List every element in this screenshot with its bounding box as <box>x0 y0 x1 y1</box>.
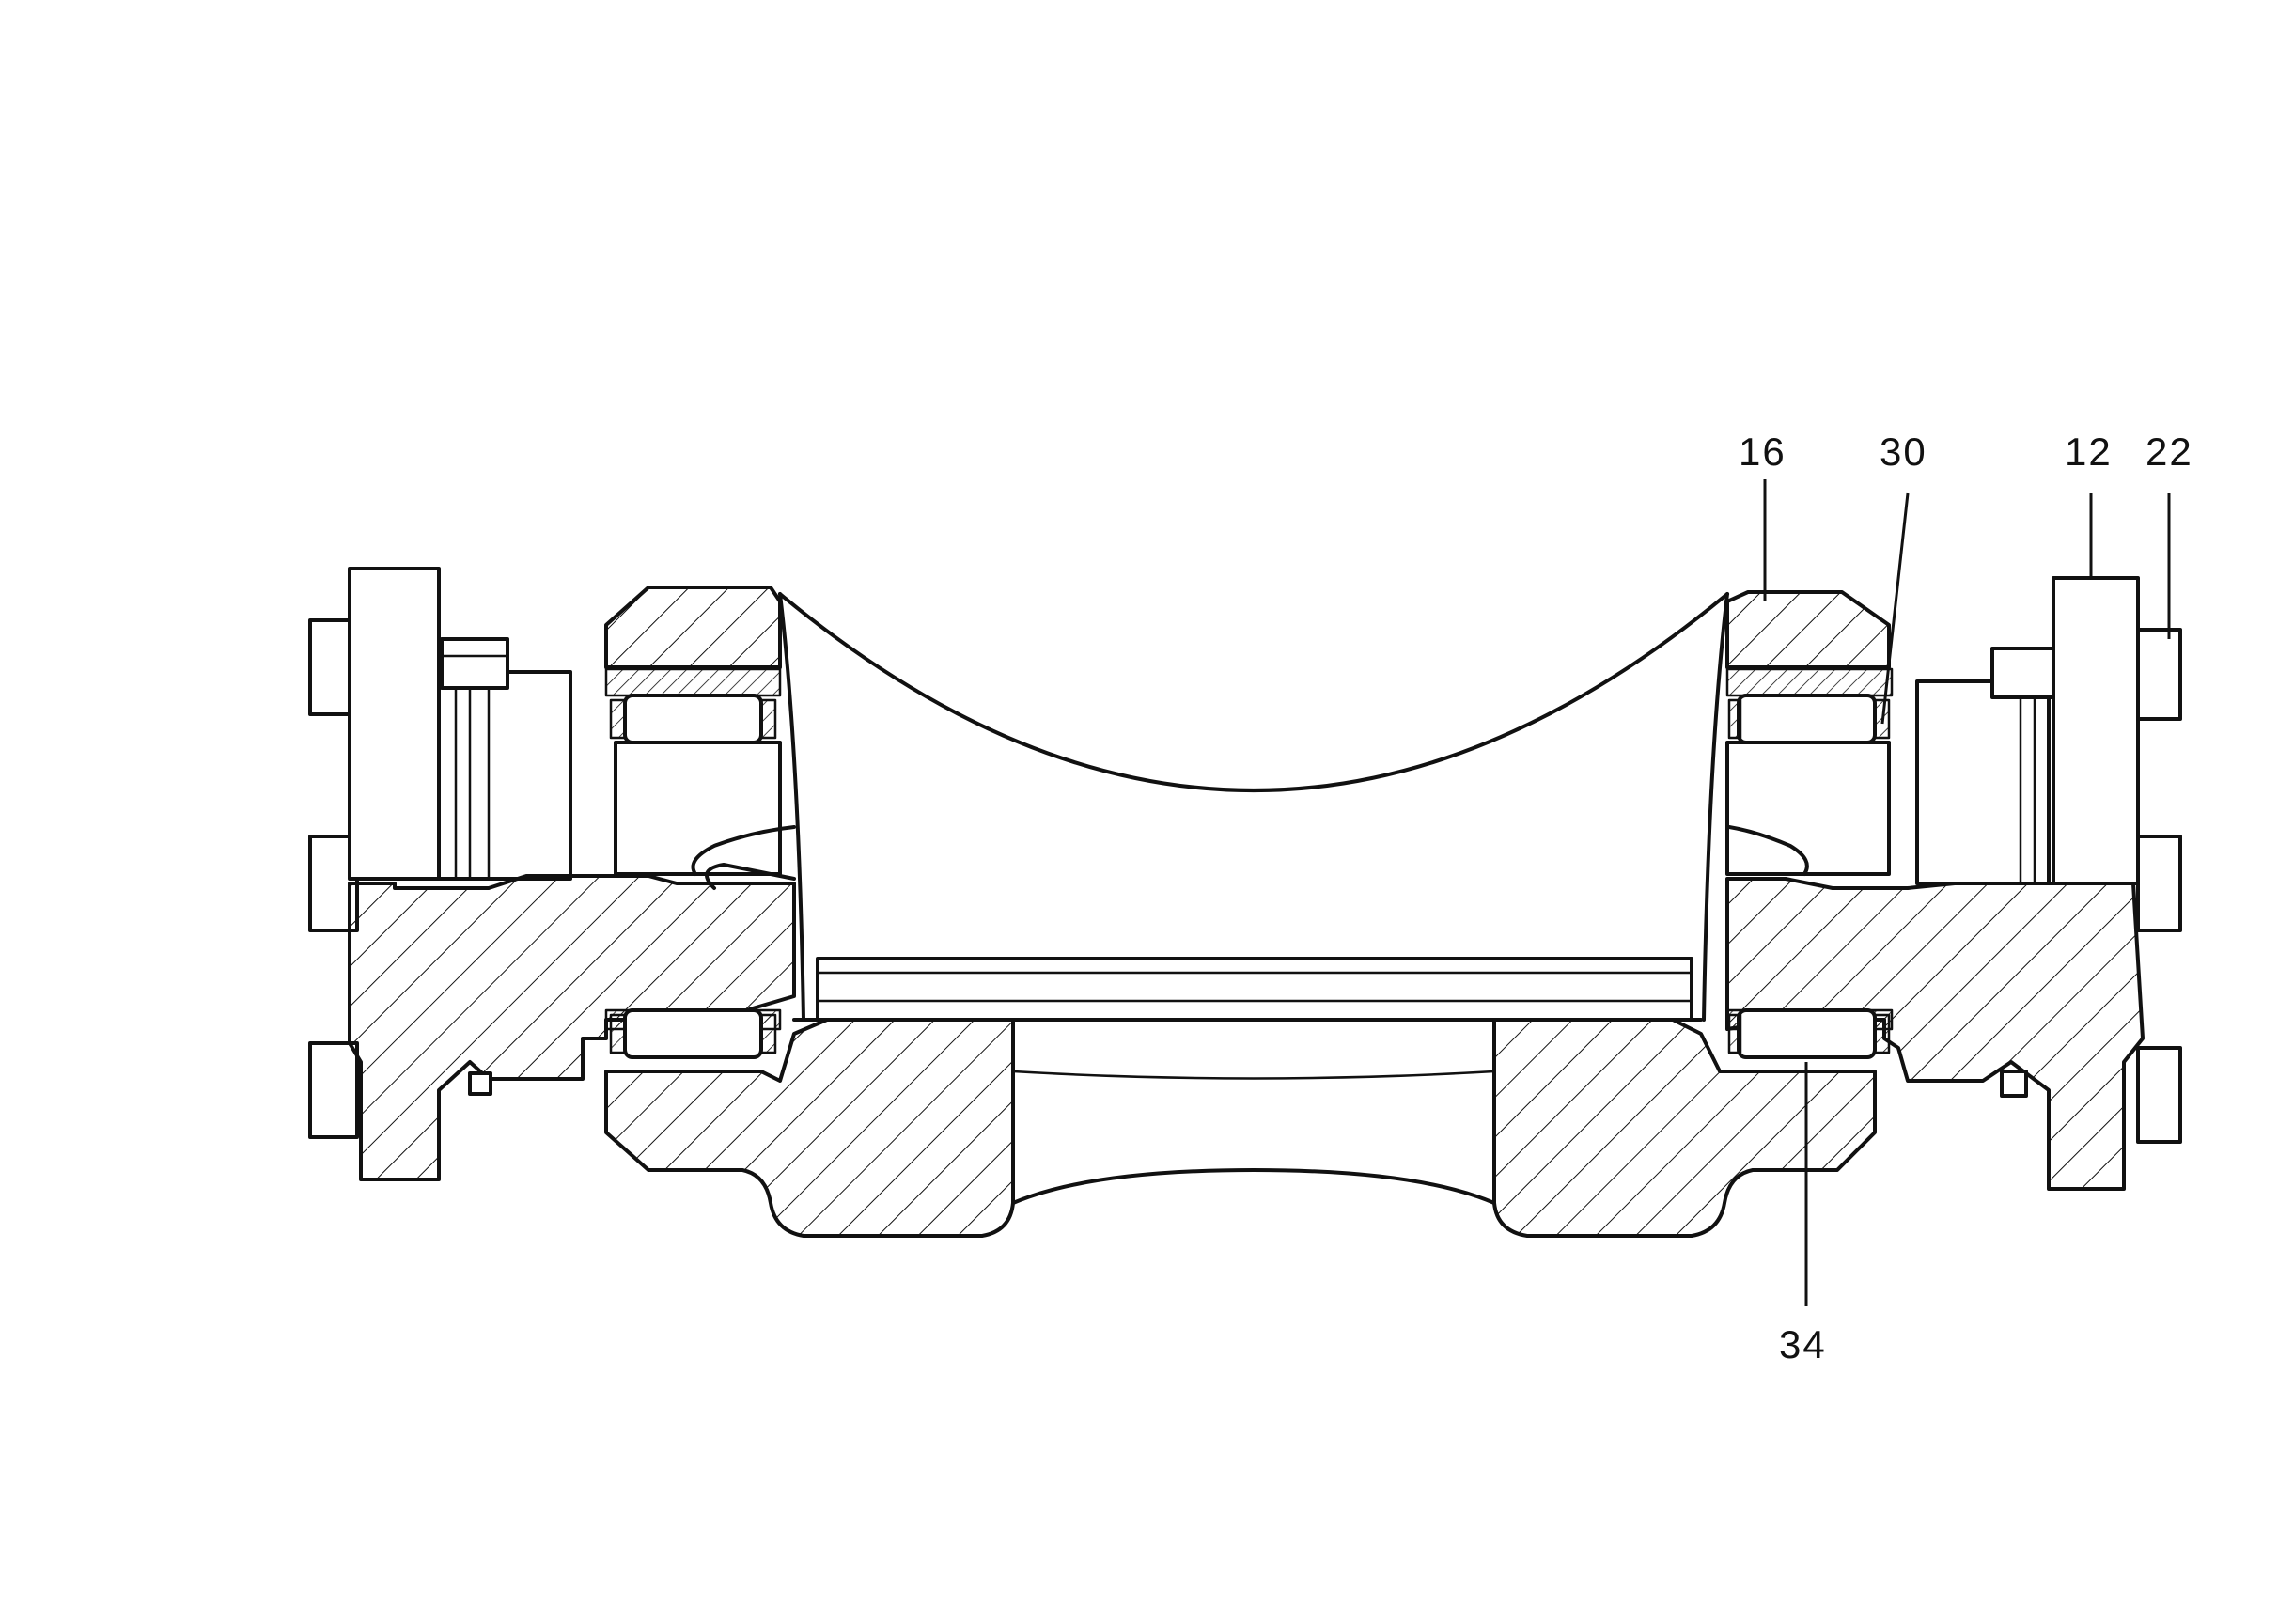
left-spacer <box>614 741 782 876</box>
right-cage-top-a <box>1727 698 1742 740</box>
right-cage-bot-a <box>1727 1013 1742 1054</box>
right-mounting-bracket <box>1915 576 2182 1144</box>
label-22: 22 <box>2145 429 2193 474</box>
left-roller-bearing-top <box>623 694 763 744</box>
left-bolt-head-bottom <box>308 1041 359 1139</box>
left-cage-top-b <box>759 698 777 740</box>
left-screw <box>440 637 509 690</box>
label-12: 12 <box>2065 429 2113 474</box>
label-16: 16 <box>1739 429 1787 474</box>
right-bolt-head-top <box>2136 628 2182 721</box>
right-bearing-housing-top <box>1725 590 1891 669</box>
left-cage-top-a <box>609 698 627 740</box>
label-30: 30 <box>1880 429 1927 474</box>
right-inner-race-top <box>1725 667 1894 697</box>
roller-bore <box>816 957 1693 1022</box>
left-inner-race-top <box>604 667 782 697</box>
left-mounting-bracket <box>308 567 572 1139</box>
left-bearing-housing-top <box>604 586 782 669</box>
right-cage-bot-b <box>1873 1013 1891 1054</box>
right-spacer <box>1725 741 1891 876</box>
left-retaining-cap <box>437 670 572 881</box>
roller-body-section-right <box>1492 1018 1877 1238</box>
left-cage-bot-b <box>759 1013 777 1054</box>
left-set-screw <box>468 1071 492 1096</box>
roller-hub-recess <box>1011 1018 1496 1205</box>
roller-tread-surface <box>778 592 1729 792</box>
right-bracket-plate <box>2052 576 2140 885</box>
leader-30 <box>1880 492 1910 725</box>
left-seal-lip <box>691 825 796 876</box>
left-bracket-plate <box>348 567 441 881</box>
right-retaining-cap <box>1915 679 2051 885</box>
right-roller-bearing-bottom <box>1737 1008 1877 1059</box>
right-seal-lip <box>1727 825 1809 876</box>
right-set-screw <box>2000 1070 2028 1098</box>
left-roller-bearing-bottom <box>623 1008 763 1059</box>
left-cage-bot-a <box>609 1013 627 1054</box>
right-bolt-head-mid <box>2136 835 2182 932</box>
right-screw <box>1990 647 2060 699</box>
right-bolt-head-bottom <box>2136 1046 2182 1144</box>
label-34: 34 <box>1779 1322 1827 1366</box>
right-roller-bearing-top <box>1737 694 1877 744</box>
